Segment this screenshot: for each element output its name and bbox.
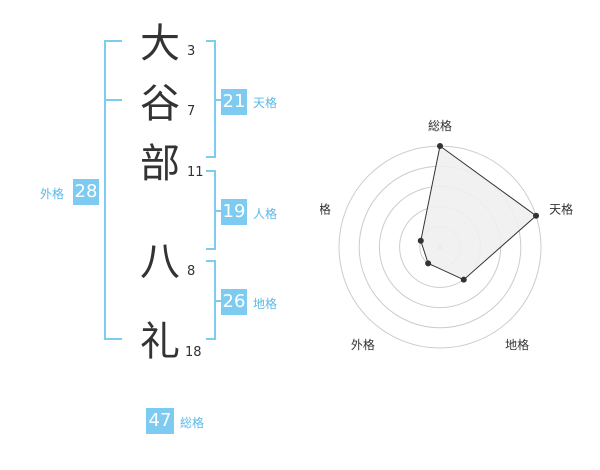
radar-point-2 xyxy=(533,212,540,219)
radar-point-1 xyxy=(437,143,443,149)
tenkaku-value: 21 xyxy=(221,89,247,115)
gaikaku-value: 28 xyxy=(73,179,99,205)
radar-axis-label-2: 天格 xyxy=(549,202,573,217)
jinkaku-label: 人格 xyxy=(253,207,278,221)
stroke-count-5: 18 xyxy=(185,345,202,360)
name-char-1: 大 xyxy=(140,21,180,67)
tenkaku-bracket xyxy=(206,40,216,158)
gaikaku-bracket xyxy=(104,40,122,340)
jinkaku-value: 19 xyxy=(221,199,247,225)
stroke-count-4: 8 xyxy=(187,264,196,279)
radar-area xyxy=(420,145,537,281)
radar-axis-label-1: 総格 xyxy=(428,118,452,133)
jinkaku-bracket xyxy=(206,170,216,250)
chikaku-label: 地格 xyxy=(253,297,278,311)
radar-point-4 xyxy=(425,260,432,267)
soukaku-label: 総格 xyxy=(180,416,205,430)
stroke-count-1: 3 xyxy=(187,44,196,59)
radar-axis-label-5: 人格 xyxy=(320,202,331,217)
tenkaku-bracket-tick xyxy=(216,99,222,101)
chikaku-bracket-tick xyxy=(216,300,222,302)
radar-axis-label-3: 地格 xyxy=(505,337,529,352)
tenkaku-label: 天格 xyxy=(253,96,278,110)
gaikaku-bracket-tick xyxy=(104,99,122,101)
jinkaku-bracket-tick xyxy=(216,210,222,212)
radar-point-3 xyxy=(460,276,467,283)
chikaku-bracket xyxy=(206,260,216,340)
name-char-3: 部 xyxy=(140,141,180,187)
soukaku-value: 47 xyxy=(146,408,174,434)
gaikaku-label: 外格 xyxy=(40,187,65,201)
radar-axis-label-4: 外格 xyxy=(351,337,375,352)
name-char-5: 礼 xyxy=(140,319,180,365)
name-char-4: 八 xyxy=(140,239,180,285)
radar-point-5 xyxy=(417,237,424,244)
chikaku-value: 26 xyxy=(221,289,247,315)
stroke-count-3: 11 xyxy=(187,165,204,180)
name-char-2: 谷 xyxy=(140,81,180,127)
stroke-count-2: 7 xyxy=(187,104,196,119)
